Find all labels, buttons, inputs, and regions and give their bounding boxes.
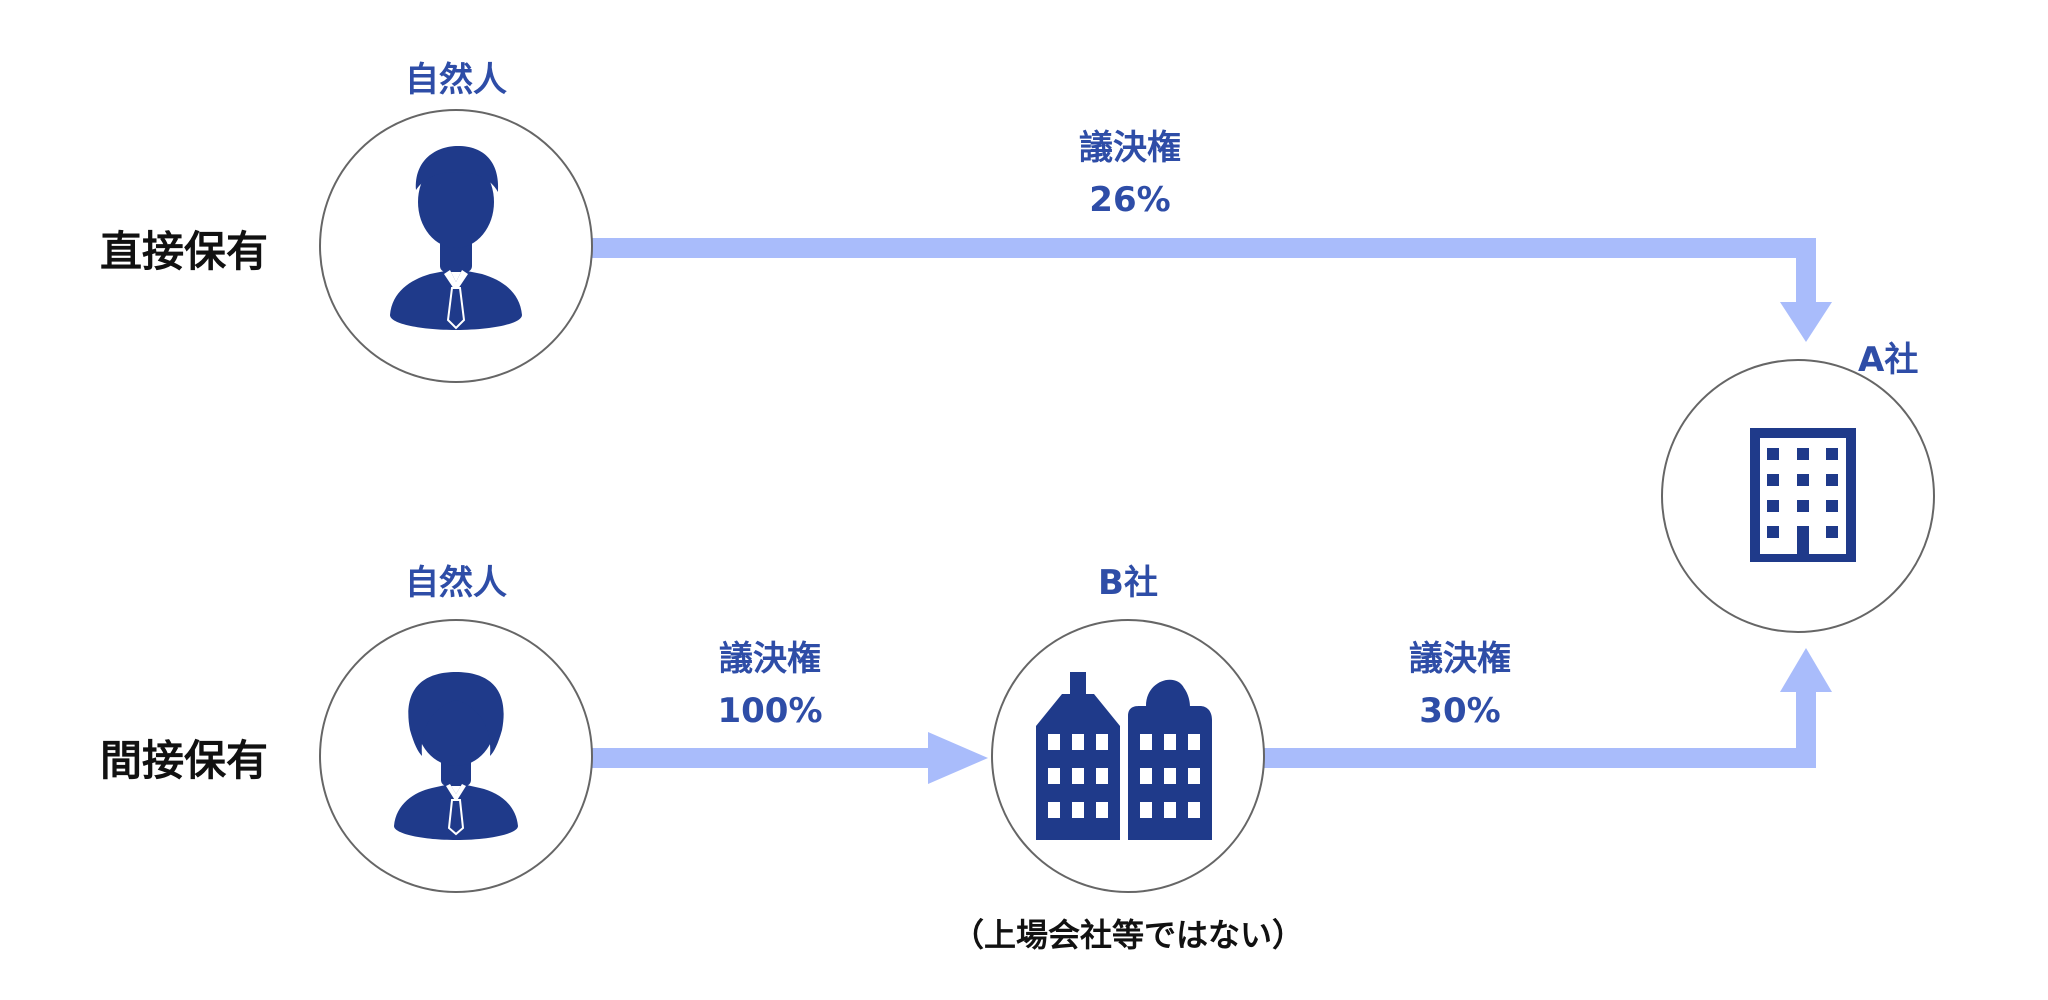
buildings-icon	[1036, 672, 1212, 840]
edge-direct-title: 議決権	[1079, 128, 1181, 168]
edge-direct-value: 26%	[1089, 180, 1171, 220]
row-label-direct: 直接保有	[100, 227, 269, 276]
arrow-direct-to-a	[590, 238, 1832, 342]
edge-indirect-value: 100%	[717, 691, 823, 731]
label-person-bottom: 自然人	[405, 563, 507, 603]
edge-label-b-to-a: 議決権 30%	[1360, 633, 1560, 737]
edge-b-to-a-value: 30%	[1419, 691, 1501, 731]
label-person-top: 自然人	[405, 60, 507, 100]
label-company-a: A社	[1858, 340, 1919, 380]
edge-label-direct: 議決権 26%	[1030, 122, 1230, 226]
edge-label-indirect: 議決権 100%	[670, 633, 870, 737]
man-icon	[390, 146, 522, 330]
label-company-b: B社	[1098, 563, 1158, 603]
arrow-indirect-to-b	[590, 732, 988, 784]
edge-indirect-title: 議決権	[719, 639, 821, 679]
row-label-indirect: 間接保有	[100, 736, 269, 785]
building-icon	[1750, 428, 1856, 562]
note-company-b: （上場会社等ではない）	[951, 916, 1304, 954]
woman-icon	[394, 672, 518, 840]
arrow-b-to-a	[1262, 648, 1832, 768]
edge-b-to-a-title: 議決権	[1409, 639, 1511, 679]
